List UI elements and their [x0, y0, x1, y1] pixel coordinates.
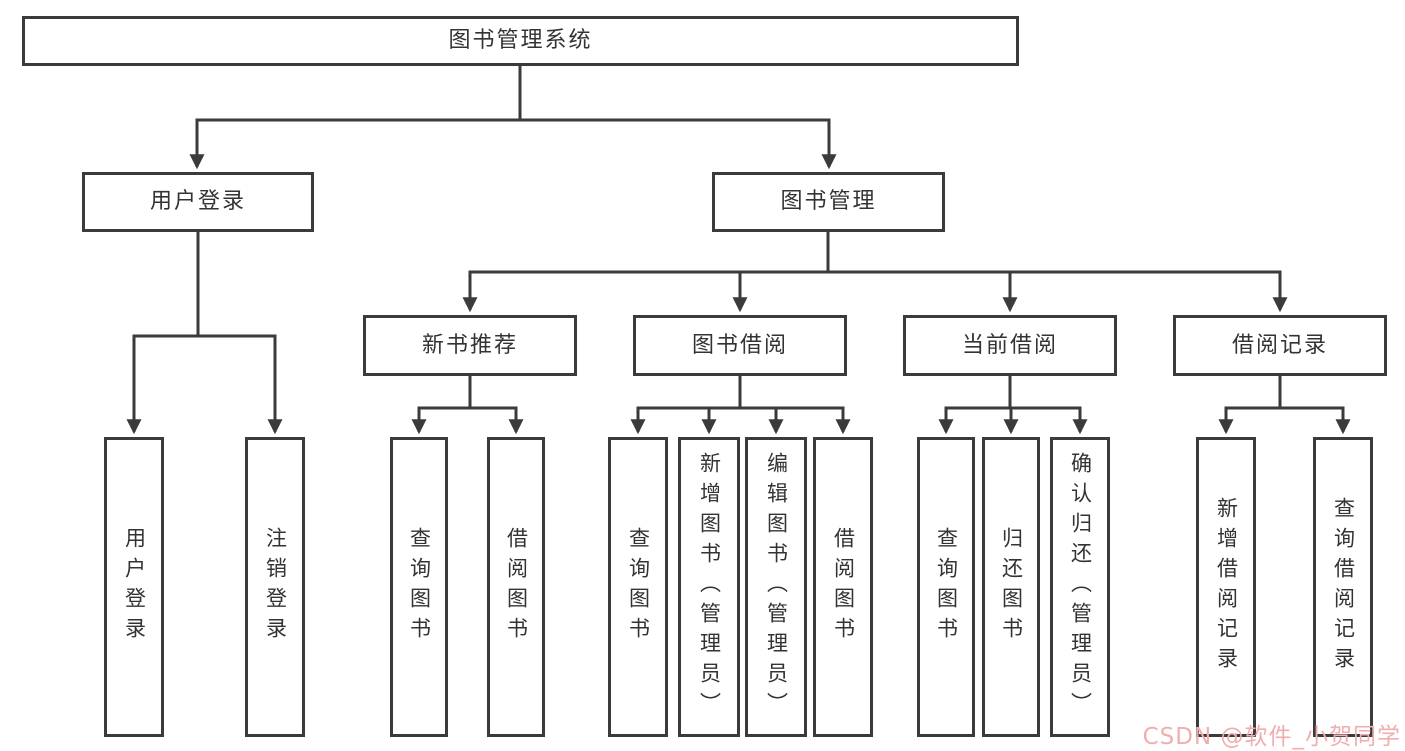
node-root: 图书管理系统: [22, 16, 1019, 66]
node-new-book-recommend: 新书推荐: [363, 315, 577, 376]
leaf-query-books-borrow: 查询图书: [608, 437, 668, 737]
leaf-add-borrow-record: 新增借阅记录: [1196, 437, 1256, 737]
leaf-edit-books-admin: 编辑图书（管理员）: [745, 437, 807, 737]
leaf-query-borrow-record: 查询借阅记录: [1313, 437, 1373, 737]
leaf-user-login: 用户登录: [104, 437, 164, 737]
node-book-management: 图书管理: [712, 172, 945, 232]
leaf-query-books-recommend: 查询图书: [390, 437, 448, 737]
node-user-login: 用户登录: [82, 172, 314, 232]
node-current-borrow: 当前借阅: [903, 315, 1117, 376]
leaf-borrow-books-recommend: 借阅图书: [487, 437, 545, 737]
node-book-borrow: 图书借阅: [633, 315, 847, 376]
leaf-return-books: 归还图书: [982, 437, 1040, 737]
leaf-query-books-current: 查询图书: [917, 437, 975, 737]
leaf-borrow-books: 借阅图书: [813, 437, 873, 737]
leaf-confirm-return-admin: 确认归还（管理员）: [1050, 437, 1110, 737]
csdn-watermark: CSDN @软件_小贺同学: [1142, 724, 1401, 750]
leaf-add-books-admin: 新增图书（管理员）: [678, 437, 740, 737]
node-borrow-records: 借阅记录: [1173, 315, 1387, 376]
leaf-logout-login: 注销登录: [245, 437, 305, 737]
